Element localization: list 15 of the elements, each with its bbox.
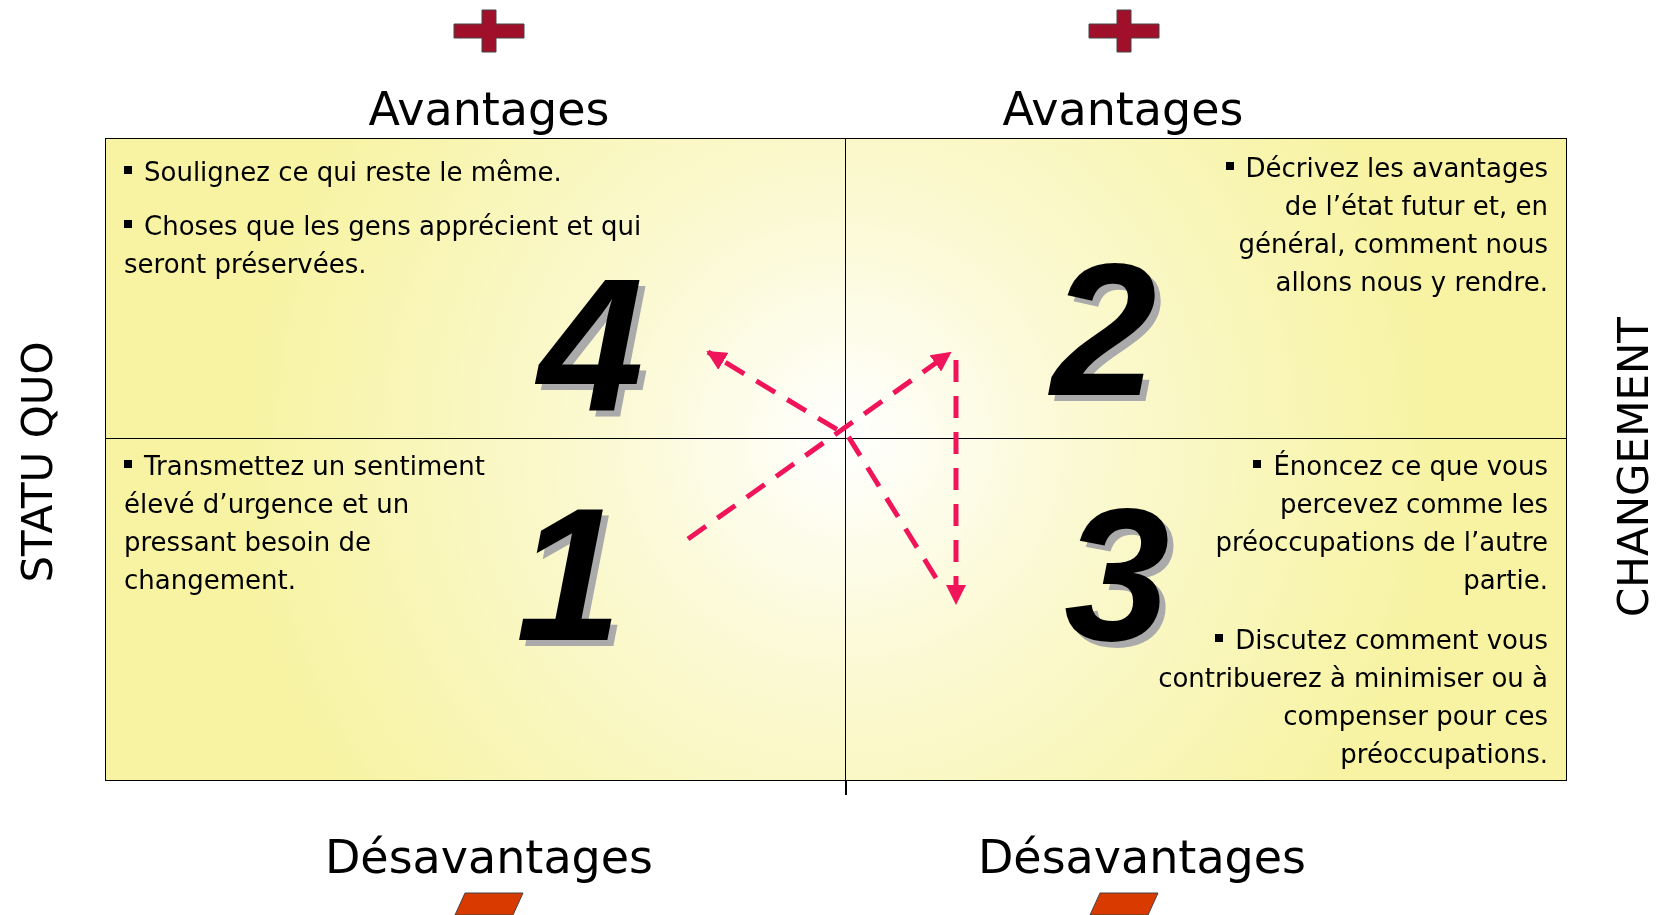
quadrant-panel [845,438,1567,781]
dashed-arrow [706,349,939,580]
column-heading: Avantages [1002,82,1244,136]
column-heading: Désavantages [324,830,654,884]
column-heading: Désavantages [977,830,1307,884]
bullet-text: Décrivez les avantages de l’état futur et, en général, comment nous allons nous y rendre. [1208,149,1548,301]
bullet-text: Soulignez ce qui reste le même. [124,153,644,191]
bullet-text: Énoncez ce que vous percevez comme les préoccupations de l’autre partie. [1198,447,1548,599]
axis-label: STATU QUO [12,341,62,583]
quadrant-panel [105,138,846,439]
column-heading: Avantages [368,82,610,136]
quadrant-panel [845,138,1567,439]
dashed-arrow [946,360,966,605]
quadrant-panel [105,438,846,781]
axis-label: CHANGEMENT [1608,317,1658,617]
